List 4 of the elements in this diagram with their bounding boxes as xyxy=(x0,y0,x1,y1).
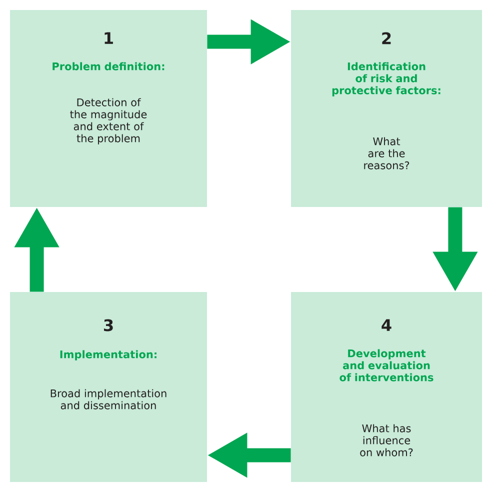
process-box: 4 Development and evaluation of interventions What has influence on whom? xyxy=(291,292,482,482)
process-box: 1 Problem definition: Detection of the magnitude and extent of the problem xyxy=(10,10,207,207)
process-box: 2 Identification of risk and protective factors: What are the reasons? xyxy=(291,10,482,207)
process-box: 3 Implementation: Broad implementation and dissemination xyxy=(10,292,207,482)
